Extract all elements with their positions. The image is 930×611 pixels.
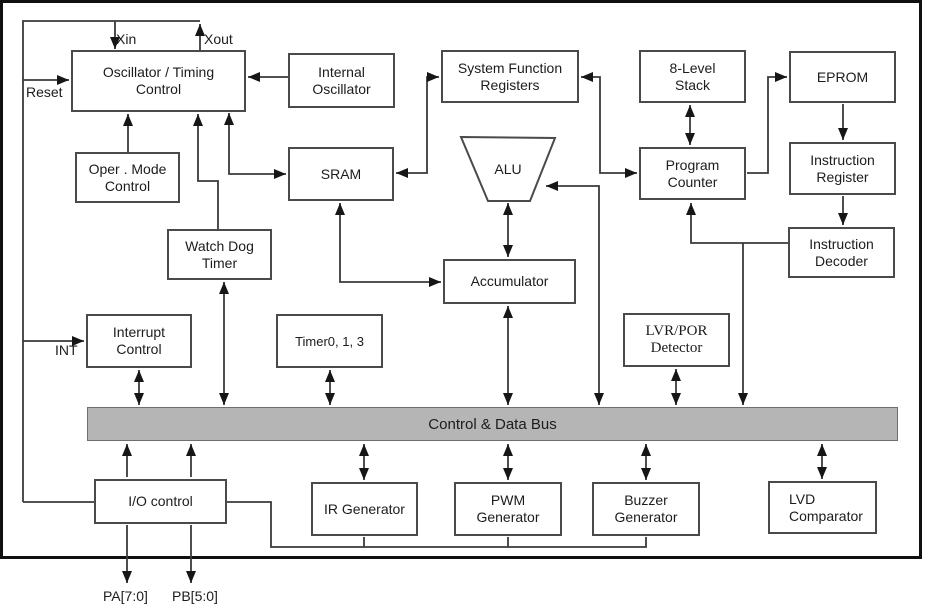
block-io-control: I/O control	[94, 479, 227, 524]
block-alu: ALU	[494, 161, 522, 177]
block-label: Oper . Mode	[88, 160, 167, 177]
block-buzzer-generator: Buzzer Generator	[592, 482, 700, 536]
block-lvr-por-detector: LVR/POR Detector	[623, 313, 730, 367]
block-timer0-1-3: Timer0, 1, 3	[276, 314, 383, 368]
pin-label-pa: PA[7:0]	[103, 588, 148, 604]
block-label: Generator	[476, 509, 540, 525]
control-data-bus: Control & Data Bus	[87, 407, 898, 441]
block-label: Control	[135, 81, 182, 97]
block-label: Internal	[318, 63, 365, 80]
block-label: System Function	[457, 59, 563, 76]
block-internal-oscillator: Internal Oscillator	[288, 53, 395, 108]
block-label: Instruction	[809, 235, 874, 252]
block-label: Detector	[650, 340, 703, 356]
block-label: Stack	[674, 76, 710, 93]
block-label: Counter	[667, 173, 718, 190]
block-label: IR Generator	[324, 500, 405, 517]
block-label: Interrupt	[112, 324, 166, 340]
block-label: Watch Dog	[185, 237, 254, 254]
block-label: Accumulator	[470, 273, 549, 289]
block-label: Register	[816, 168, 869, 185]
block-instruction-decoder: Instruction Decoder	[788, 227, 895, 278]
block-sram: SRAM	[288, 147, 394, 201]
block-label: LVD	[789, 490, 816, 507]
block-ir-generator: IR Generator	[311, 482, 418, 536]
block-label: PWM	[490, 492, 526, 508]
block-label: Buzzer	[624, 492, 668, 508]
pin-label-pb: PB[5:0]	[172, 588, 218, 604]
block-lvd-comparator: LVD Comparator	[768, 481, 877, 534]
block-watch-dog-timer: Watch Dog Timer	[167, 229, 272, 280]
block-eprom: EPROM	[789, 51, 896, 103]
pin-label-int: INT	[55, 342, 78, 358]
block-program-counter: Program Counter	[639, 147, 746, 200]
block-8-level-stack: 8-Level Stack	[639, 50, 746, 103]
block-label: Control	[116, 341, 162, 357]
block-label: Decoder	[815, 252, 868, 269]
block-label: LVR/POR	[645, 323, 708, 339]
bus-label: Control & Data Bus	[428, 415, 557, 433]
block-label: EPROM	[816, 68, 869, 85]
block-oscillator-timing-control: Oscillator / Timing Control	[71, 50, 246, 112]
block-label: Timer	[201, 254, 238, 271]
pin-label-xin: Xin	[116, 31, 137, 47]
block-label: Registers	[480, 76, 540, 93]
block-label: 8-Level	[669, 59, 716, 76]
block-system-function-registers: System Function Registers	[441, 50, 579, 103]
block-label: Comparator	[789, 507, 863, 524]
block-label: Instruction	[810, 151, 875, 168]
block-label: Generator	[614, 509, 678, 525]
block-label: Oscillator	[312, 80, 371, 97]
pin-label-xout: Xout	[204, 31, 233, 47]
block-instruction-register: Instruction Register	[789, 142, 896, 195]
block-interrupt-control: Interrupt Control	[86, 314, 192, 368]
block-accumulator: Accumulator	[443, 259, 576, 304]
pin-label-reset: Reset	[26, 84, 63, 100]
block-label: Control	[104, 177, 151, 194]
block-label: Oscillator / Timing	[102, 64, 215, 80]
block-pwm-generator: PWM Generator	[454, 482, 562, 536]
block-label: I/O control	[128, 493, 193, 509]
block-label: SRAM	[320, 165, 362, 182]
block-label: Timer0, 1, 3	[295, 333, 364, 349]
block-oper-mode-control: Oper . Mode Control	[75, 152, 180, 203]
block-label: Program	[665, 156, 720, 173]
